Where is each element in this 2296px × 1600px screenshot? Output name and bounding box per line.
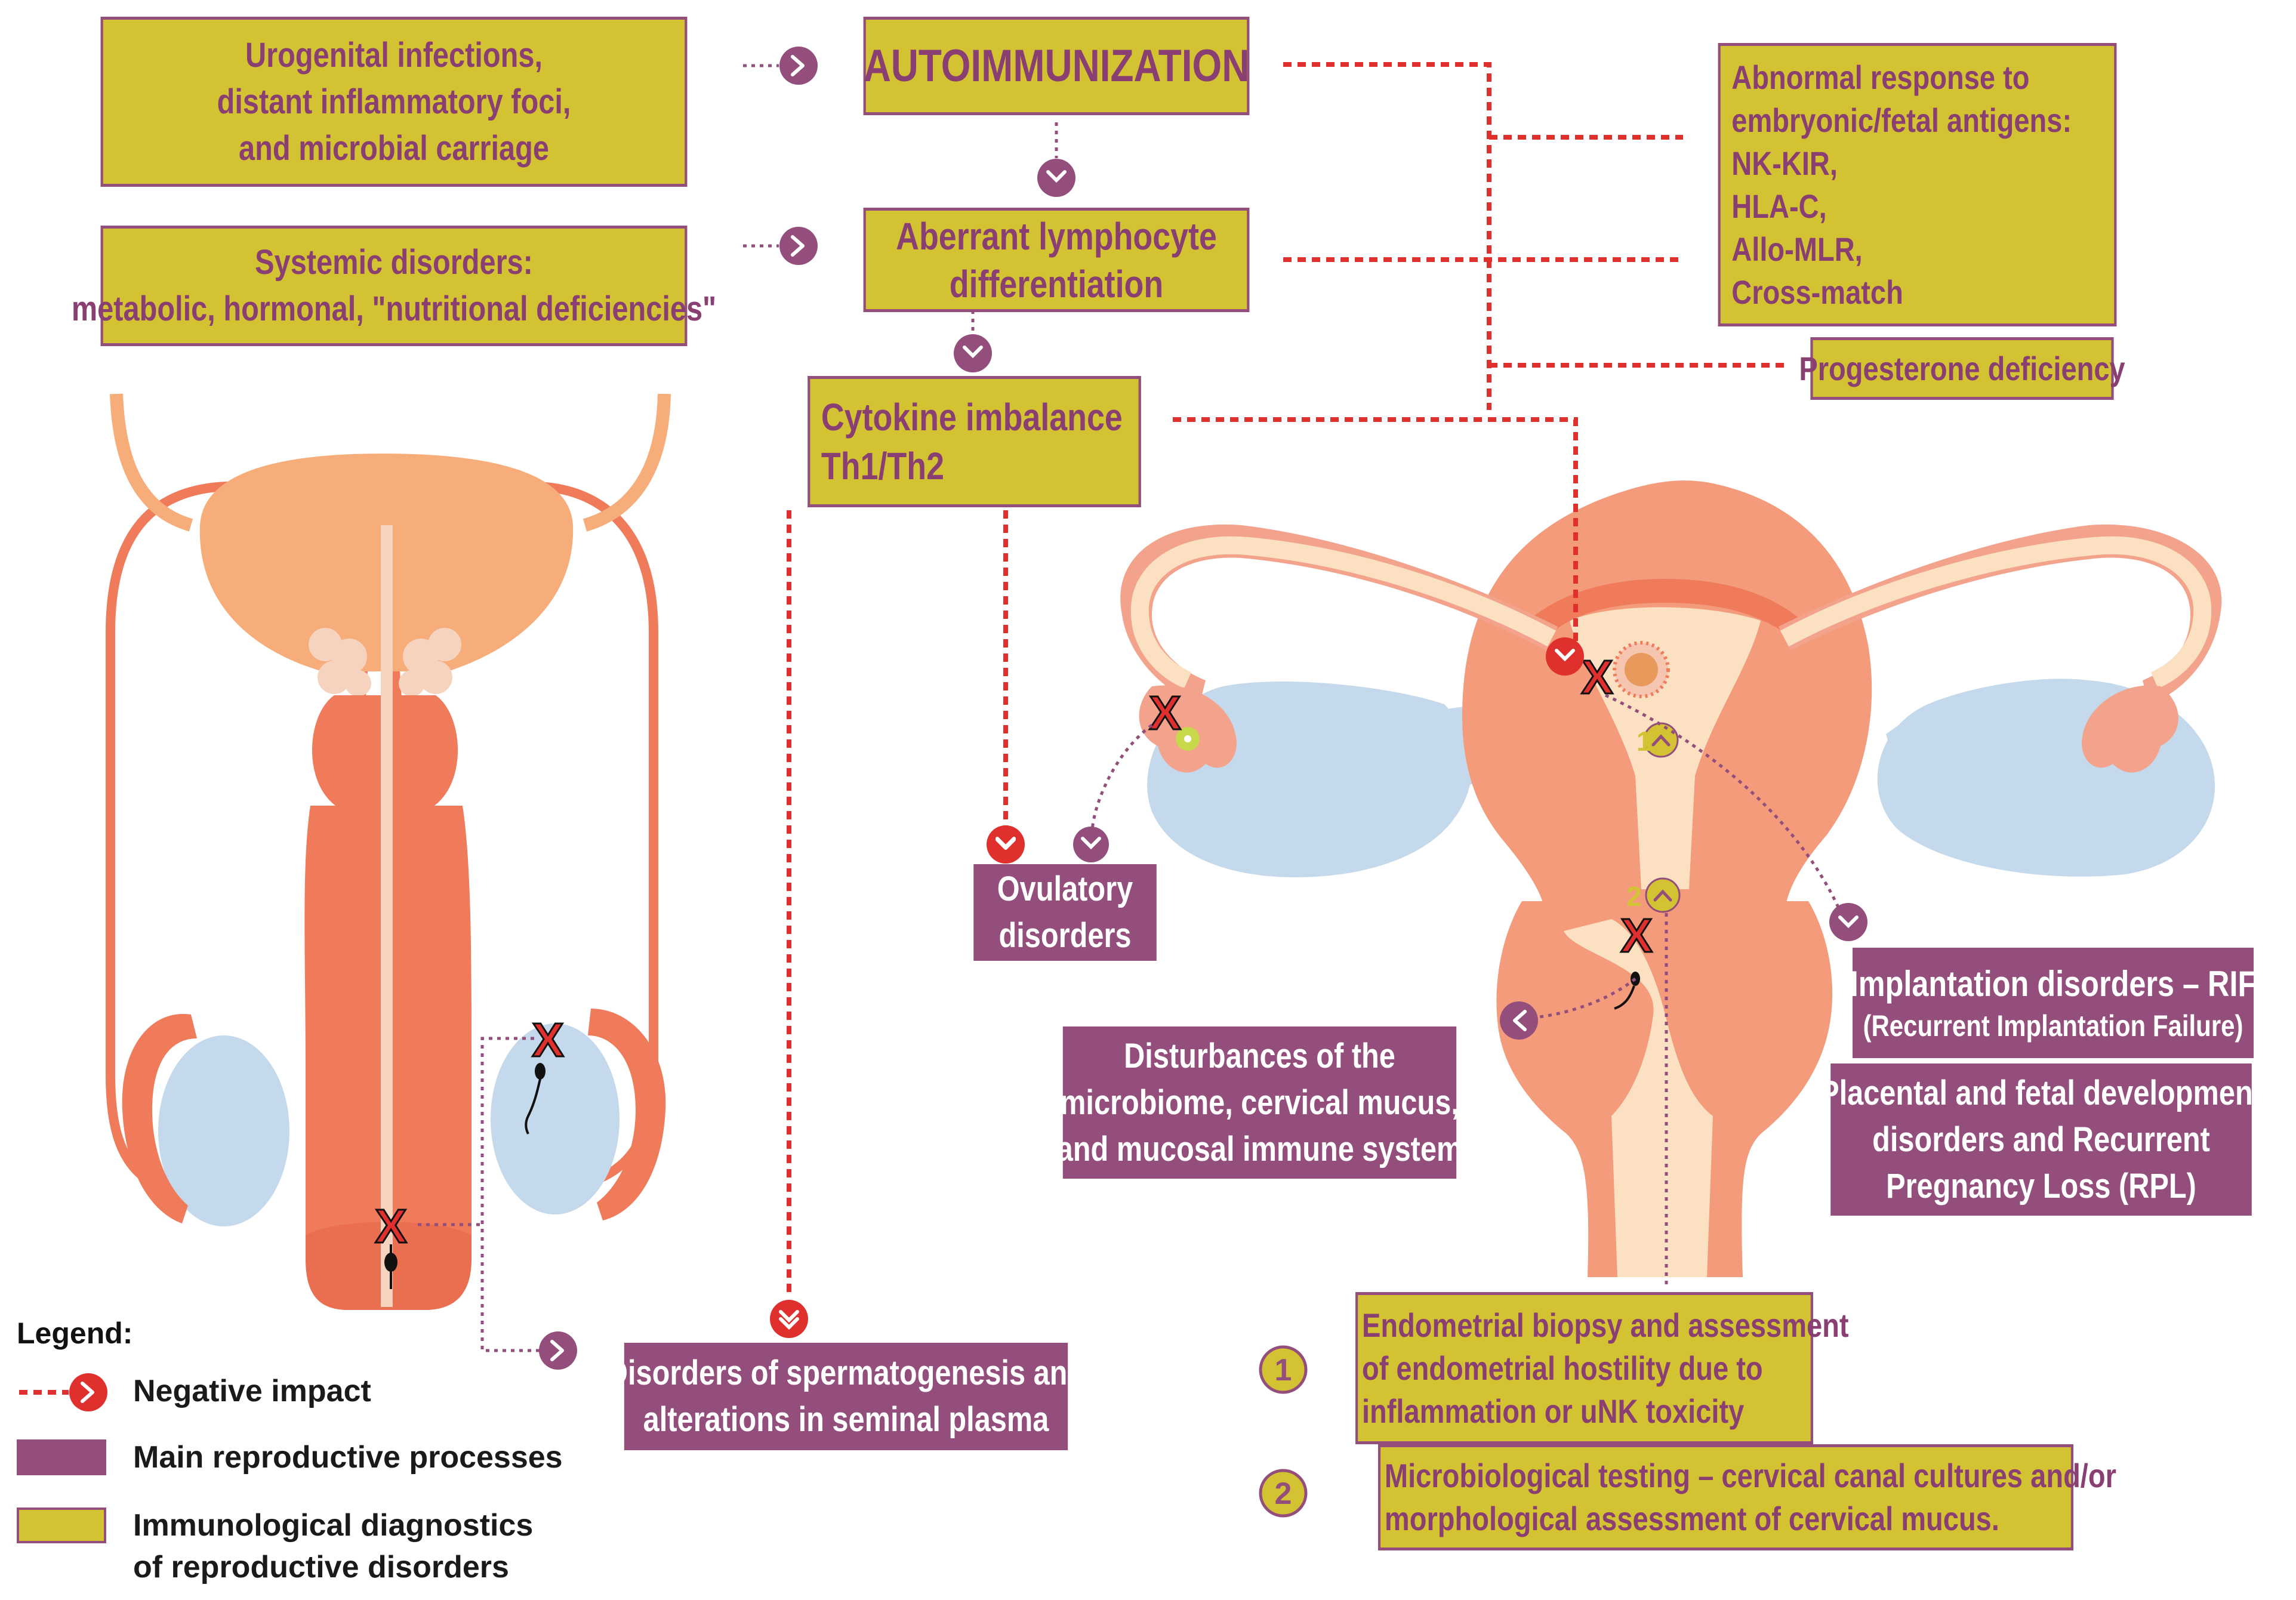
cytokine-box: Cytokine imbalance Th1/Th2 xyxy=(808,376,1141,507)
male-anatomy: X X xyxy=(110,394,665,1370)
microbiome-line-3: and mucosal immune system xyxy=(1057,1126,1463,1173)
infections-box: Urogenital infections, distant inflammat… xyxy=(101,17,688,187)
abnormal-line-6: Cross-match xyxy=(1731,271,1903,314)
infections-line-1: Urogenital infections, xyxy=(245,32,543,79)
svg-text:1: 1 xyxy=(1275,1353,1292,1388)
block-x-icon-testis: X xyxy=(532,1013,563,1066)
abnormal-line-4: HLA-C, xyxy=(1731,185,1826,228)
red-chevron-implantation xyxy=(1546,637,1584,676)
chevron-right-icon-systemic xyxy=(779,227,818,265)
ovulatory-box: Ovulatory disorders xyxy=(973,864,1157,961)
abnormal-line-3: NK-KIR, xyxy=(1731,142,1838,185)
chevron-right-icon-infections xyxy=(779,47,818,85)
microbiome-line-1: Disturbances of the xyxy=(1124,1033,1395,1080)
autoimmunization-title: AUTOIMMUNIZATION xyxy=(864,39,1250,93)
endometrial-diagnostic-box: Endometrial biopsy and assessment of end… xyxy=(1355,1292,1813,1444)
svg-text:X: X xyxy=(532,1013,563,1066)
microbiome-line-2: microbiome, cervical mucus, xyxy=(1060,1080,1459,1126)
cytokine-line-1: Cytokine imbalance xyxy=(821,393,1123,442)
placental-line-2: disorders and Recurrent xyxy=(1872,1117,2210,1163)
ureter-left xyxy=(116,394,191,525)
implantation-box: Implantation disorders – RIF (Recurrent … xyxy=(1853,948,2254,1058)
diagnostic-number-1: 1 xyxy=(1261,1347,1306,1392)
systemic-box: Systemic disorders: metabolic, hormonal,… xyxy=(101,226,688,346)
block-x-icon-cervix: X xyxy=(1620,909,1652,962)
legend-diagnostic-swatch xyxy=(17,1507,106,1543)
block-x-icon-ovary: X xyxy=(1149,686,1181,739)
legend-item-negative: Negative impact xyxy=(17,1368,494,1416)
legend-item-diagnostic: Immunological diagnostics of reproductiv… xyxy=(17,1507,554,1597)
svg-text:2: 2 xyxy=(1275,1476,1292,1511)
systemic-line-2: metabolic, hormonal, "nutritional defici… xyxy=(72,286,716,332)
legend-negative-label: Negative impact xyxy=(133,1373,371,1409)
endometrial-line-2: of endometrial hostility due to xyxy=(1362,1347,1763,1390)
chevron-right-icon-sperm xyxy=(539,1331,577,1370)
ovulatory-line-1: Ovulatory xyxy=(997,866,1133,912)
abnormal-line-2: embryonic/fetal antigens: xyxy=(1731,99,2072,142)
chevron-up-icon-2: 2 xyxy=(1626,878,1679,912)
chevron-down-icon-aberrant xyxy=(954,334,992,372)
infections-line-2: distant inflammatory foci, xyxy=(217,79,571,125)
legend-diagnostic-label-2: of reproductive disorders xyxy=(133,1549,509,1585)
chevron-down-icon-implantation xyxy=(1829,903,1867,941)
svg-text:2: 2 xyxy=(1626,881,1642,912)
svg-text:X: X xyxy=(375,1200,406,1253)
diagnostic-number-2: 2 xyxy=(1261,1470,1306,1516)
red-chevron-ovulatory xyxy=(987,825,1025,864)
spermatogenesis-line-1: Disorders of spermatogenesis and xyxy=(607,1350,1085,1396)
cytokine-line-2: Th1/Th2 xyxy=(821,442,944,491)
placental-line-3: Pregnancy Loss (RPL) xyxy=(1886,1163,2196,1210)
red-chevron-spermatogenesis xyxy=(770,1300,808,1338)
microbiological-line-2: morphological assessment of cervical muc… xyxy=(1385,1497,1999,1540)
implantation-line-1: Implantation disorders – RIF xyxy=(1850,961,2257,1007)
aberrant-line-2: differentiation xyxy=(950,260,1163,308)
legend-diagnostic-label-1: Immunological diagnostics xyxy=(133,1507,533,1543)
ovulatory-line-2: disorders xyxy=(998,912,1131,959)
infections-line-3: and microbial carriage xyxy=(239,125,549,172)
progesterone-box: Progesterone deficiency xyxy=(1810,337,2113,400)
aberrant-box: Aberrant lymphocyte differentiation xyxy=(864,208,1250,312)
legend-process-swatch xyxy=(17,1439,106,1475)
systemic-line-1: Systemic disorders: xyxy=(255,239,533,286)
chevron-down-icon-autoimmunization xyxy=(1037,159,1075,197)
block-x-icon-penis: X xyxy=(375,1200,406,1253)
microbiological-line-1: Microbiological testing – cervical canal… xyxy=(1385,1454,2116,1497)
spermatogenesis-box: Disorders of spermatogenesis and alterat… xyxy=(624,1343,1068,1450)
abnormal-line-1: Abnormal response to xyxy=(1731,56,2029,99)
embryo-icon xyxy=(1614,643,1668,696)
placental-line-1: Placental and fetal development xyxy=(1820,1070,2263,1117)
chevron-up-icon-1: 1 xyxy=(1637,723,1678,757)
chevron-down-icon-ovulatory xyxy=(1073,827,1109,862)
implantation-line-2: (Recurrent Implantation Failure) xyxy=(1863,1007,2243,1045)
autoimmunization-box: AUTOIMMUNIZATION xyxy=(864,17,1250,115)
progesterone-label: Progesterone deficiency xyxy=(1799,348,2125,390)
chevron-left-icon-microbiome xyxy=(1500,1001,1538,1040)
microbiological-diagnostic-box: Microbiological testing – cervical canal… xyxy=(1378,1444,2073,1550)
legend-process-label: Main reproductive processes xyxy=(133,1439,563,1475)
spermatogenesis-line-2: alterations in seminal plasma xyxy=(643,1396,1049,1443)
microbiome-box: Disturbances of the microbiome, cervical… xyxy=(1063,1026,1456,1179)
endometrial-line-1: Endometrial biopsy and assessment xyxy=(1362,1304,1849,1347)
placental-box: Placental and fetal development disorder… xyxy=(1830,1063,2252,1216)
abnormal-line-5: Allo-MLR, xyxy=(1731,228,1862,271)
aberrant-line-1: Aberrant lymphocyte xyxy=(896,212,1217,260)
legend-title: Legend: xyxy=(17,1316,132,1351)
legend-item-process: Main reproductive processes xyxy=(17,1439,554,1487)
endometrial-line-3: inflammation or uNK toxicity xyxy=(1362,1390,1744,1433)
svg-text:1: 1 xyxy=(1637,726,1652,757)
abnormal-response-box: Abnormal response to embryonic/fetal ant… xyxy=(1718,43,2117,326)
